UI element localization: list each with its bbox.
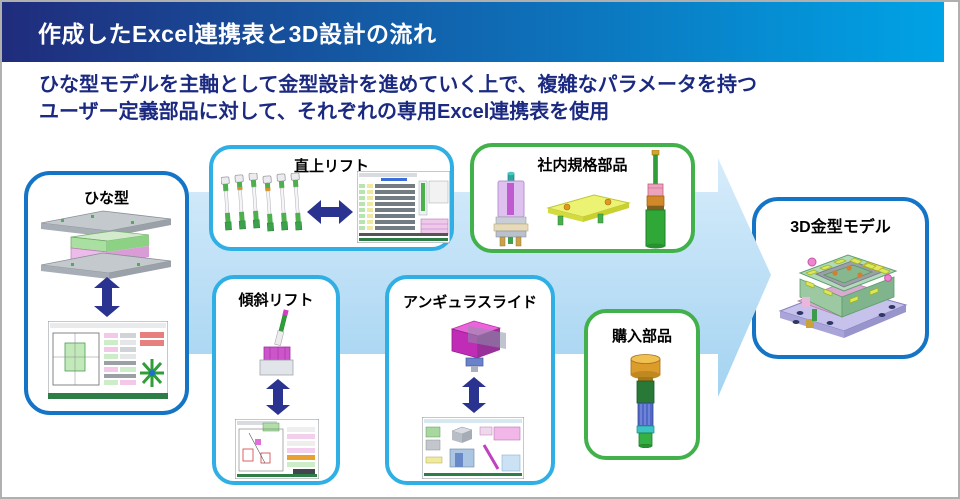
hinagata-3d-model-image — [41, 210, 172, 279]
subtitle-line-2: ユーザー定義部品に対して、それぞれの専用Excel連携表を使用 — [39, 101, 610, 123]
hinagata-spreadsheet-image — [48, 321, 168, 399]
chokujo-spreadsheet-image — [357, 171, 450, 243]
keisha-lift-box: 傾斜リフト — [212, 275, 340, 485]
subtitle: ひな型モデルを主軸として金型設計を進めていく上で、複雑なパラメータを持つ ユーザ… — [39, 72, 757, 126]
purchased-part-image — [630, 354, 661, 448]
hinagata-label: ひな型 — [83, 190, 129, 207]
chokujo-lift-box: 直上リフト — [209, 145, 454, 251]
mold-3d-model-box: 3D金型モデル — [752, 197, 929, 359]
lifter-pins-image — [221, 173, 303, 232]
plate-part-image — [546, 194, 631, 226]
chokujo-sync-arrow-icon — [307, 200, 353, 224]
mold-3d-model-label: 3D金型モデル — [790, 219, 891, 236]
hinagata-box: ひな型 — [24, 171, 189, 415]
date-stamp-part-image — [493, 171, 529, 247]
keisha-spreadsheet-image — [235, 419, 319, 479]
konyu-buhin-label: 購入部品 — [611, 328, 672, 345]
keisha-sync-arrow-icon — [266, 379, 290, 415]
mold-3d-model-image — [778, 254, 908, 338]
page-title: 作成したExcel連携表と3D設計の流れ — [38, 21, 437, 47]
header-bar: 作成したExcel連携表と3D設計の流れ — [2, 2, 944, 62]
angular-slide-box: アンギュラスライド — [385, 275, 555, 485]
support-pin-part-image — [645, 150, 666, 249]
angular-slide-label: アンギュラスライド — [402, 294, 538, 311]
angular-slide-part-image — [450, 320, 506, 372]
shanai-kikaku-buhin-box: 社内規格部品 — [470, 143, 695, 253]
keisha-lift-part-image — [259, 309, 294, 376]
konyu-buhin-box: 購入部品 — [584, 309, 700, 460]
keisha-lift-label: 傾斜リフト — [238, 292, 314, 309]
angular-sync-arrow-icon — [462, 377, 486, 413]
hinagata-sync-arrow-icon — [94, 277, 120, 317]
angular-spreadsheet-image — [422, 417, 524, 479]
subtitle-line-1: ひな型モデルを主軸として金型設計を進めていく上で、複雑なパラメータを持つ — [39, 74, 757, 96]
